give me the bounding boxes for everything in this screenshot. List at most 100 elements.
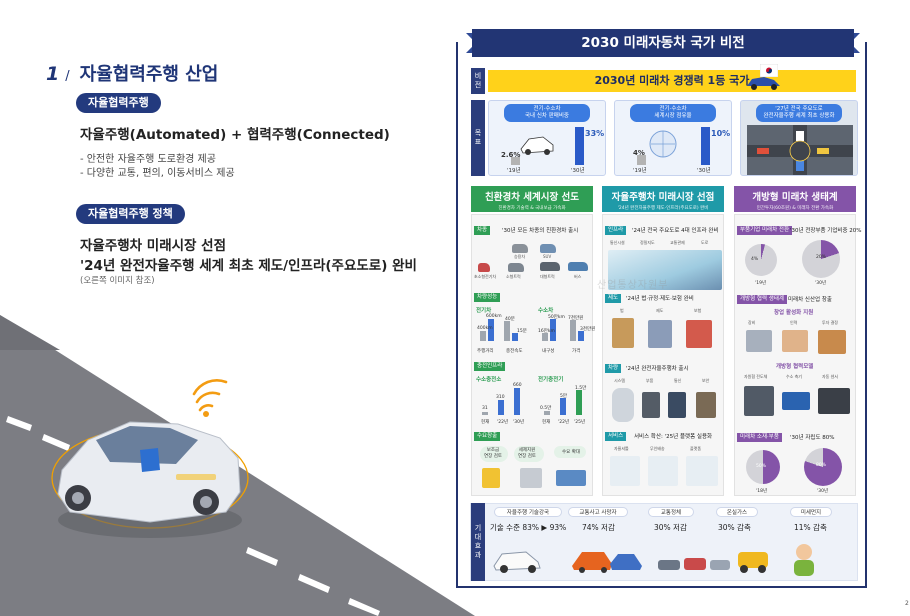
year: 현재 bbox=[481, 420, 490, 425]
service-label: 자율셔틀 bbox=[614, 446, 629, 451]
num: 660 bbox=[513, 383, 522, 388]
num: 600km bbox=[486, 314, 502, 319]
car-part-label: 보안 bbox=[702, 378, 710, 383]
tag-service: 서비스 bbox=[605, 432, 627, 441]
globe-icon bbox=[649, 130, 677, 158]
car-icon bbox=[57, 421, 242, 538]
bar-ev-charge-now bbox=[504, 321, 510, 341]
vehicle-label: 대형트럭 bbox=[540, 274, 555, 279]
model-label: 수소 축기 bbox=[786, 374, 802, 379]
bar-h2-durability-now bbox=[542, 333, 548, 341]
goal-value-2030: 33% bbox=[585, 129, 605, 138]
goal-value-2019: 4% bbox=[633, 149, 645, 157]
vehicle-label: SUV bbox=[543, 254, 552, 259]
pill-autonomous-cooperative: 자율협력주행 bbox=[76, 93, 161, 113]
tag-demand: 수요창출 bbox=[474, 432, 501, 441]
gavel-icon bbox=[612, 318, 634, 348]
vehicle-label: 초소형전기차 bbox=[474, 274, 497, 279]
platform-icon bbox=[686, 456, 718, 486]
pie-parts-2030 bbox=[802, 240, 840, 278]
crash-car-icon bbox=[572, 552, 642, 573]
section-slash: / bbox=[65, 69, 70, 84]
bar-h2-price-target bbox=[578, 331, 584, 341]
tag-parts-transition: 부품기업 미래차 전환 bbox=[737, 226, 793, 235]
pie-year: '30년 bbox=[817, 489, 829, 494]
tag-vehicle: 차량 bbox=[605, 364, 622, 373]
headline-policy-2: '24년 완전자율주행 세계 최초 제도/인프라(주요도로) 완비 bbox=[80, 258, 417, 274]
law-label: 보험 bbox=[694, 308, 702, 313]
reference-note: (오른쪽 이미지 참조) bbox=[80, 276, 155, 286]
infra-label: 교통관제 bbox=[670, 240, 685, 245]
goal-bar-2030 bbox=[701, 127, 710, 165]
year: '25년 bbox=[574, 420, 586, 425]
col-subtitle: 친환경차 기술력 & 국내보급 가속화 bbox=[498, 206, 566, 211]
pie-value: 4% bbox=[751, 257, 759, 262]
goal-bar-2019 bbox=[511, 157, 520, 165]
effect-caption: 교통사고 사망자 bbox=[568, 507, 628, 517]
demand-chip bbox=[514, 446, 544, 462]
service-label: 무인배송 bbox=[650, 446, 665, 451]
section-number: 1 bbox=[46, 63, 60, 85]
effect-caption: 교통정체 bbox=[648, 507, 694, 517]
intersection-illustration bbox=[747, 125, 853, 175]
vehicle-icon-large-truck bbox=[540, 262, 560, 271]
delivery-robot-icon bbox=[648, 456, 678, 486]
goal-year-to: '30년 bbox=[697, 168, 711, 174]
sub-ev: 전기차 bbox=[476, 308, 492, 314]
section-title: 1 / 자율협력주행 산업 bbox=[46, 60, 218, 86]
vehicle-icon-micro bbox=[478, 263, 490, 272]
page-number: 2 bbox=[905, 600, 909, 607]
vehicle-label: 승용차 bbox=[514, 254, 526, 259]
autonomous-car-icon bbox=[493, 551, 541, 573]
bar-ev-charge-target bbox=[512, 333, 518, 341]
sensor-icon bbox=[818, 388, 850, 414]
wifi-icon bbox=[192, 379, 228, 412]
infra-label: 정밀지도 bbox=[640, 240, 655, 245]
tag-vehicle-type: 차종 bbox=[474, 226, 491, 235]
year: '22년 bbox=[558, 420, 570, 425]
vision-text: 2030년 미래차 경쟁력 1등 국가 bbox=[594, 74, 750, 87]
document-icon bbox=[520, 468, 542, 488]
law-label: 법 bbox=[620, 308, 624, 313]
ev-car-icon bbox=[520, 136, 554, 155]
bar-ev-charger-2025 bbox=[576, 390, 582, 415]
sub-open-model: 개방형 협력모델 bbox=[776, 364, 814, 370]
effect-value: 74% 저감 bbox=[582, 523, 615, 532]
goal-year-to: '30년 bbox=[571, 168, 585, 174]
car-part-label: 시스템 bbox=[614, 378, 626, 383]
num: 7천만원 bbox=[568, 316, 584, 321]
col-subtitle: '24년 완전자율주행 제도·인프라(주요도로) 완비 bbox=[617, 206, 709, 211]
pie-year: '18년 bbox=[756, 489, 768, 494]
pie-parts-2019 bbox=[745, 244, 777, 276]
demand-label: 보조금 연장 검토 bbox=[484, 448, 502, 459]
watermark: 산업통상자원부 bbox=[597, 280, 669, 291]
row-label-goal: 목표 bbox=[471, 100, 485, 176]
sub-h2: 수소차 bbox=[538, 308, 554, 314]
bar-ev-charger-now bbox=[544, 411, 550, 415]
headline-policy-1: 자율주행차 미래시장 선점 bbox=[80, 238, 227, 254]
semiconductor-icon bbox=[744, 386, 774, 416]
num: 5만 bbox=[560, 394, 568, 399]
service-label: 플랫폼 bbox=[690, 446, 702, 451]
headline-definition: 자율주행(Automated) + 협력주행(Connected) bbox=[80, 127, 390, 143]
equipment-icon bbox=[746, 330, 772, 352]
goal-value-2030: 10% bbox=[711, 129, 731, 138]
label: 내구성 bbox=[542, 349, 555, 354]
vehicle-icon-sedan bbox=[512, 244, 528, 253]
security-person-icon bbox=[696, 392, 716, 418]
goal-value-2019: 2.6% bbox=[501, 151, 521, 159]
line-materials: '30년 자립도 80% bbox=[790, 435, 835, 441]
poster-title: 2030 미래자동차 국가 비전 bbox=[472, 29, 854, 57]
vehicle-icon-bus bbox=[568, 262, 588, 271]
infra-label: 통신시설 bbox=[610, 240, 625, 245]
bullet-1: - 안전한 자율주행 도로환경 제공 bbox=[80, 154, 216, 165]
row-label-effect: 기대효과 bbox=[471, 503, 485, 581]
goal-card-domestic-share: 전기·수소차 국내 신차 판매비중 2.6% 33% '19년 '30년 bbox=[488, 100, 606, 176]
bar-h2-station-2022 bbox=[498, 400, 504, 415]
coin-stack-icon bbox=[482, 468, 500, 488]
pie-year: '19년 bbox=[755, 281, 767, 286]
num: 0.5만 bbox=[540, 406, 552, 411]
col-subtitle: 민간투자(60조원) & 미래차 전환 가속화 bbox=[756, 206, 834, 211]
shuttle-icon bbox=[610, 456, 640, 486]
effect-value: 30% 저감 bbox=[654, 523, 687, 532]
